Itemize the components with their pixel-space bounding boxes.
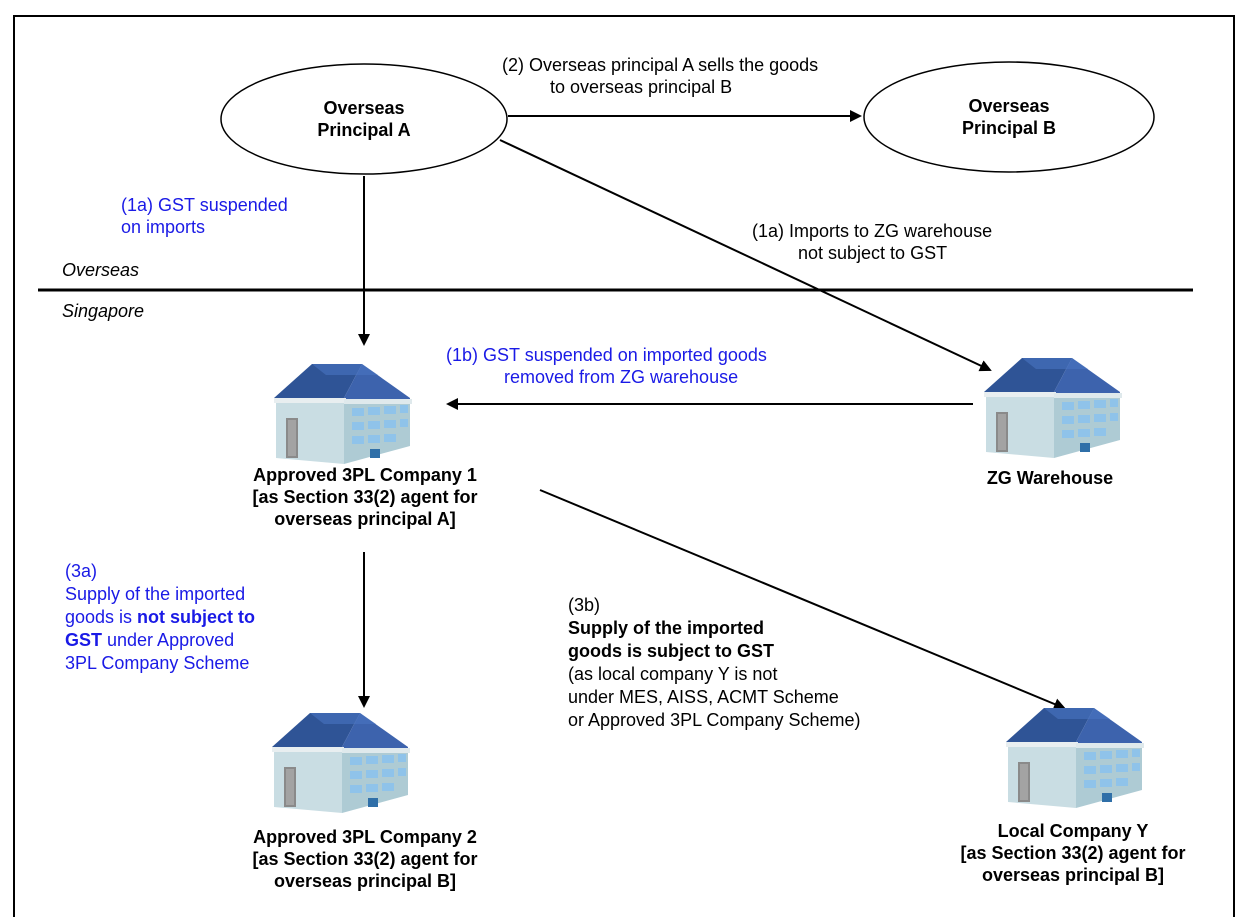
step3a-line3-bold: not subject to: [137, 607, 256, 627]
principal-a-line2: Principal A: [317, 120, 411, 140]
company1-label: Approved 3PL Company 1 [as Section 33(2)…: [200, 464, 530, 530]
step3a-line3-pre: goods is: [65, 607, 138, 627]
step1a-left-line1: (1a) GST suspended: [121, 195, 288, 215]
step1a-right-line2: not subject to GST: [798, 243, 948, 263]
step3b-line3: goods is subject to GST: [568, 641, 775, 661]
step1a-right-line1: (1a) Imports to ZG warehouse: [752, 221, 993, 241]
step3a-line4-post: under Approved: [102, 630, 235, 650]
building-icon: [1006, 708, 1144, 808]
step3a-line5: 3PL Company Scheme: [65, 653, 250, 673]
step3a-line4: GST under Approved: [65, 629, 255, 652]
company2-line1: Approved 3PL Company 2: [253, 827, 477, 847]
diagram-frame: [13, 15, 1235, 917]
company2-line3: overseas principal B]: [273, 871, 457, 891]
company2-label: Approved 3PL Company 2 [as Section 33(2)…: [200, 826, 530, 892]
building-icon: [274, 364, 412, 464]
step1a-left-line2: on imports: [121, 217, 206, 237]
step3a-label: (3a) Supply of the imported goods is not…: [65, 560, 255, 675]
step1b-line2: removed from ZG warehouse: [504, 367, 739, 387]
arrow-a-to-zg: [499, 139, 992, 372]
principal-b-line2: Principal B: [961, 118, 1057, 138]
step2-line2: to overseas principal B: [550, 77, 733, 97]
building-icon: [984, 358, 1122, 458]
principal-a-ellipse: [220, 63, 508, 175]
step3a-line4-bold: GST: [65, 630, 103, 650]
step1a-right-label: (1a) Imports to ZG warehouse not subject…: [752, 220, 992, 264]
principal-a-line1: Overseas: [323, 98, 405, 118]
step3a-line1: (3a): [65, 561, 98, 581]
principal-b-line1: Overseas: [968, 96, 1050, 116]
principal-b-label: Overseas Principal B: [909, 95, 1109, 139]
local-y-line2: [as Section 33(2) agent for: [960, 843, 1186, 863]
step2-line1: (2) Overseas principal A sells the goods: [502, 55, 819, 75]
step3b-line2: Supply of the imported: [568, 618, 764, 638]
local-company-y-label: Local Company Y [as Section 33(2) agent …: [908, 820, 1238, 886]
zg-warehouse-label: ZG Warehouse: [986, 468, 1114, 488]
local-y-line3: overseas principal B]: [981, 865, 1165, 885]
step1b-label: (1b) GST suspended on imported goods rem…: [446, 344, 767, 388]
region-label-overseas: Overseas: [62, 260, 140, 280]
step3b-label: (3b) Supply of the imported goods is sub…: [568, 594, 861, 732]
local-y-line1: Local Company Y: [997, 821, 1149, 841]
arrow-company1-to-local-y: [539, 489, 1066, 710]
step3b-line1: (3b): [568, 595, 601, 615]
company1-line3: overseas principal A]: [274, 509, 456, 529]
principal-a-label: Overseas Principal A: [264, 97, 464, 141]
step3a-line3: goods is not subject to: [65, 606, 255, 629]
step1b-line1: (1b) GST suspended on imported goods: [446, 345, 767, 365]
step1a-left-label: (1a) GST suspended on imports: [121, 194, 288, 238]
step3b-line6: or Approved 3PL Company Scheme): [568, 710, 861, 730]
company1-line1: Approved 3PL Company 1: [253, 465, 477, 485]
region-label-singapore: Singapore: [62, 301, 145, 321]
step3b-line5: under MES, AISS, ACMT Scheme: [568, 687, 839, 707]
step3b-line4: (as local company Y is not: [568, 664, 778, 684]
step3a-line2: Supply of the imported: [65, 584, 246, 604]
building-icon: [272, 713, 410, 813]
principal-b-ellipse: [863, 61, 1155, 173]
company2-line2: [as Section 33(2) agent for: [252, 849, 478, 869]
step2-label: (2) Overseas principal A sells the goods…: [502, 54, 818, 98]
company1-line2: [as Section 33(2) agent for: [252, 487, 478, 507]
